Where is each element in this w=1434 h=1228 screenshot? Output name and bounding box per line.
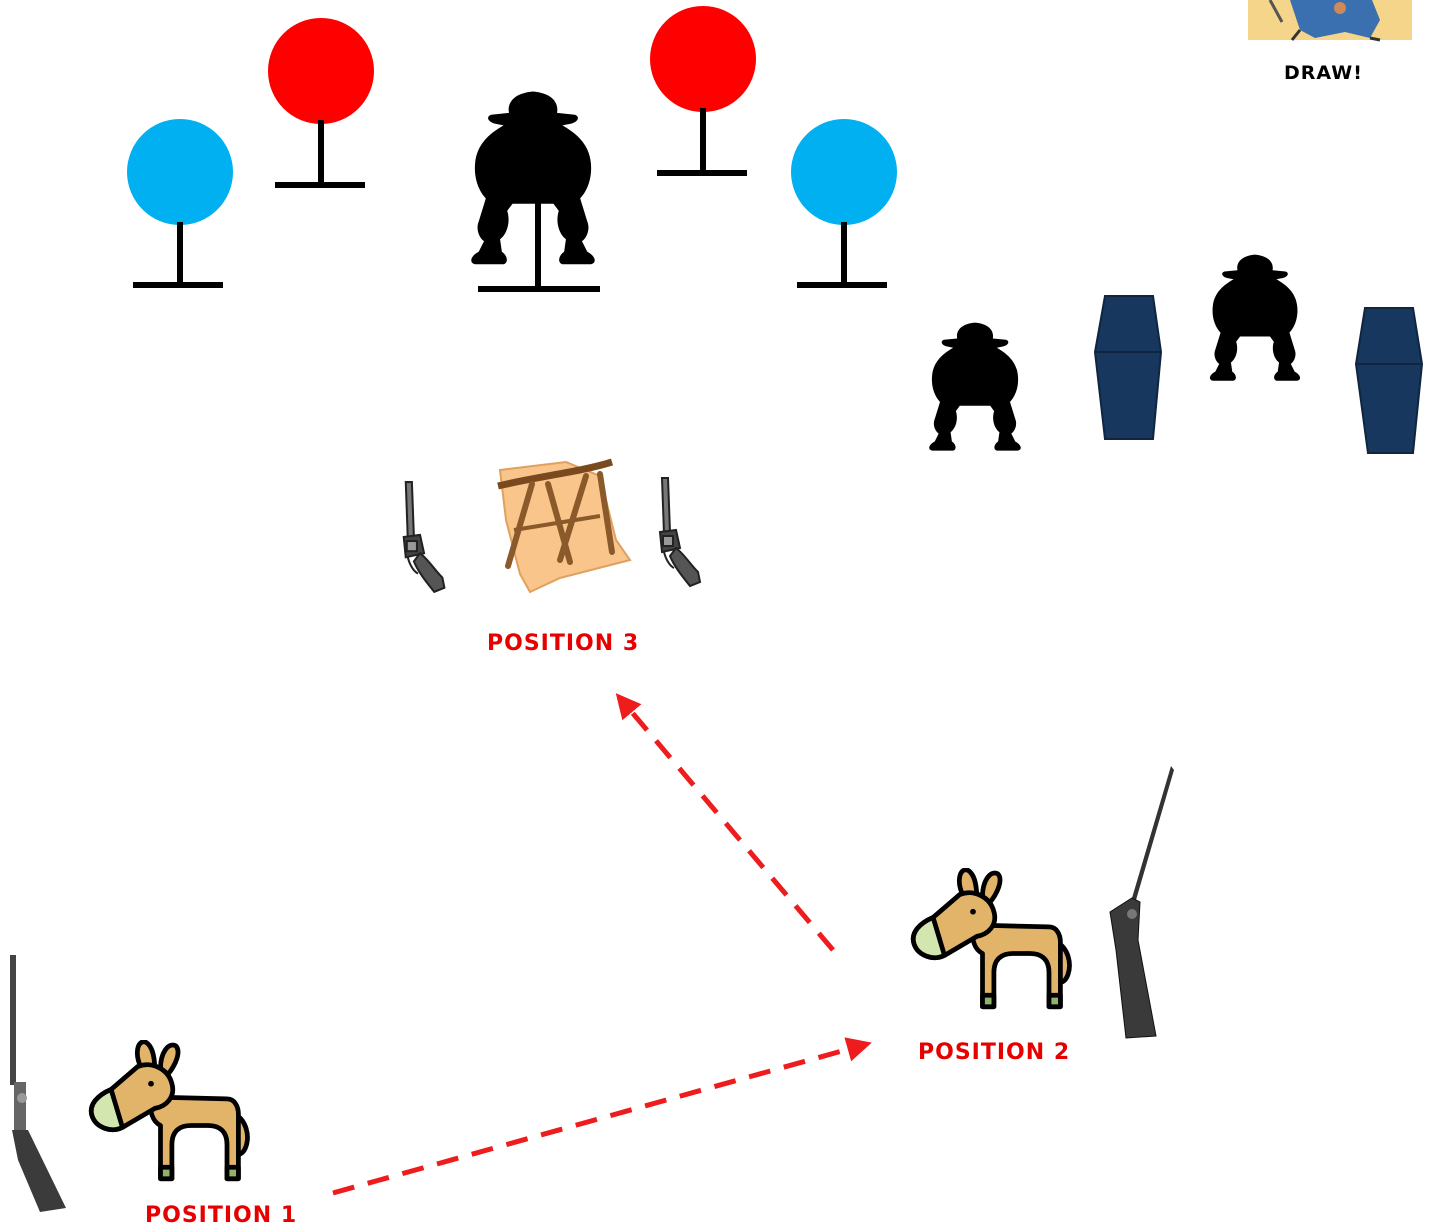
bandit-target-large (471, 91, 600, 292)
bandit-silhouette-icon (471, 91, 595, 265)
position-3-label: POSITION 3 (487, 631, 640, 656)
rifle-icon (10, 955, 66, 1212)
draw-label: DRAW! (1284, 62, 1363, 84)
cowboy-clipart-icon (1248, 0, 1412, 42)
donkey-icon (913, 870, 1069, 1007)
revolver-icon (402, 481, 446, 593)
shotgun-icon (1109, 766, 1174, 1039)
donkey-icon (91, 1042, 247, 1179)
revolver-icon (659, 477, 701, 587)
bandit-silhouette-icon (929, 322, 1021, 451)
round-target-blue-right (791, 119, 897, 288)
position-2-label: POSITION 2 (918, 1040, 1071, 1065)
bandit-silhouette-icon (1209, 254, 1301, 381)
coffin-target-icon (1093, 295, 1163, 440)
round-target-red-right (650, 6, 756, 176)
position-1-label: POSITION 1 (145, 1203, 298, 1228)
dashed-arrow-icon (332, 1037, 872, 1196)
round-target-blue-left (127, 119, 233, 288)
sawhorse-table-icon (497, 458, 632, 594)
coffin-target-icon (1354, 307, 1424, 454)
round-target-red-left (268, 18, 374, 188)
dashed-arrow-icon (615, 693, 835, 952)
